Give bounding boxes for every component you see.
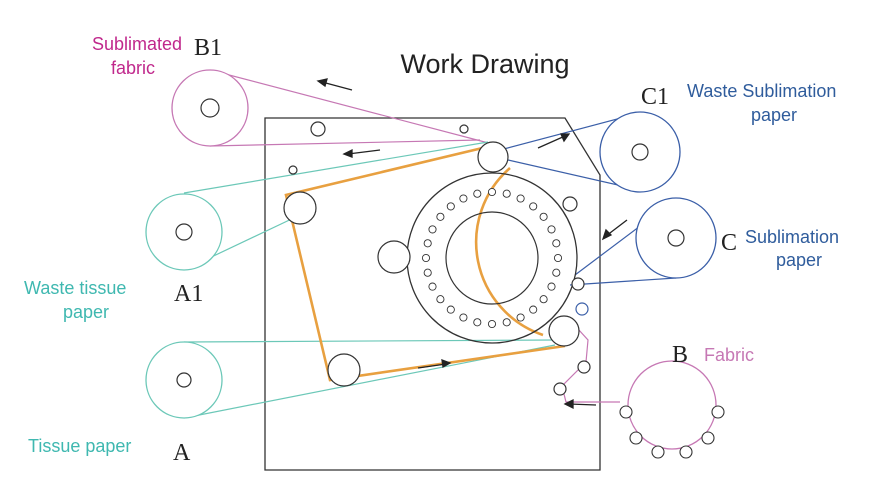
drum-hole bbox=[529, 202, 538, 211]
arrow-icon bbox=[342, 148, 381, 158]
diagram-title: Work Drawing bbox=[400, 49, 569, 79]
label-b: B bbox=[672, 342, 688, 368]
roller bbox=[562, 196, 578, 212]
label-sublimation-2: paper bbox=[776, 250, 822, 270]
drum-hole bbox=[459, 194, 468, 203]
roller bbox=[477, 141, 509, 173]
drum-hole bbox=[547, 282, 556, 291]
roller bbox=[288, 165, 298, 175]
label-a1: A1 bbox=[174, 281, 203, 307]
roller bbox=[283, 191, 317, 225]
arrow-icon bbox=[537, 133, 571, 149]
drum-hole bbox=[552, 268, 561, 277]
label-waste-sublimation-1: Waste Sublimation bbox=[687, 81, 836, 101]
drum-hole bbox=[436, 212, 445, 221]
idler-roller bbox=[629, 431, 643, 445]
roller bbox=[577, 360, 591, 374]
drum-hole bbox=[421, 253, 431, 263]
fabric-path bbox=[209, 69, 620, 403]
drum-hole bbox=[428, 282, 437, 291]
drum-hole bbox=[539, 212, 548, 221]
direction-arrows bbox=[316, 78, 628, 410]
drum-hole bbox=[487, 187, 497, 197]
label-c1: C1 bbox=[641, 84, 669, 110]
drum-hole bbox=[553, 253, 563, 263]
label-a: A bbox=[173, 440, 191, 466]
label-sublimated-fabric-2: fabric bbox=[111, 58, 155, 78]
orange-belt bbox=[284, 143, 566, 382]
frame-rollers bbox=[283, 121, 591, 396]
arrow-icon bbox=[417, 359, 452, 369]
roller bbox=[553, 382, 567, 396]
idler-roller bbox=[651, 445, 665, 459]
roll-b1 bbox=[171, 69, 249, 147]
drum-core bbox=[445, 211, 539, 305]
label-b1: B1 bbox=[194, 35, 222, 61]
drum-hole bbox=[552, 239, 561, 248]
idler-roller bbox=[679, 445, 693, 459]
arrow-icon bbox=[601, 219, 628, 241]
idler-roller bbox=[619, 405, 633, 419]
roller bbox=[575, 302, 589, 316]
label-fabric: Fabric bbox=[704, 345, 754, 365]
arrow-icon bbox=[563, 398, 597, 410]
label-c: C bbox=[721, 230, 737, 256]
drum-hole bbox=[459, 313, 468, 322]
label-waste-sublimation-2: paper bbox=[751, 105, 797, 125]
drum-hole bbox=[516, 313, 525, 322]
label-sublimated-fabric-1: Sublimated bbox=[92, 34, 182, 54]
machine-frame bbox=[264, 117, 601, 471]
roller bbox=[548, 315, 580, 347]
roller bbox=[459, 124, 469, 134]
fabric-roll-idlers bbox=[619, 405, 725, 459]
label-sublimation-1: Sublimation bbox=[745, 227, 839, 247]
drum-hole bbox=[446, 202, 455, 211]
label-waste-tissue-1: Waste tissue bbox=[24, 278, 126, 298]
drum-hole bbox=[423, 239, 432, 248]
idler-roller bbox=[701, 431, 715, 445]
drum-hole bbox=[487, 319, 497, 329]
roller bbox=[310, 121, 326, 137]
drum-hole bbox=[529, 305, 538, 314]
drum-hole bbox=[473, 189, 482, 198]
drum-hole bbox=[428, 225, 437, 234]
label-waste-tissue-2: paper bbox=[63, 302, 109, 322]
roller bbox=[571, 277, 585, 291]
roll-c bbox=[635, 197, 717, 279]
label-tissue-paper: Tissue paper bbox=[28, 436, 131, 456]
drum-holes bbox=[421, 187, 563, 329]
drum-hole bbox=[502, 318, 511, 327]
roll-a bbox=[145, 341, 223, 419]
roller bbox=[327, 353, 361, 387]
drum-hole bbox=[446, 305, 455, 314]
drum-hole bbox=[473, 318, 482, 327]
drum-hole bbox=[502, 189, 511, 198]
drum-hole bbox=[436, 295, 445, 304]
roller bbox=[377, 240, 411, 274]
drum-hole bbox=[539, 295, 548, 304]
roll-a1 bbox=[145, 193, 223, 271]
drum-hole bbox=[547, 225, 556, 234]
arrow-icon bbox=[316, 78, 353, 91]
roll-b bbox=[627, 360, 717, 450]
drum-hole bbox=[516, 194, 525, 203]
idler-roller bbox=[711, 405, 725, 419]
tissue-path bbox=[183, 141, 556, 419]
drum-hole bbox=[423, 268, 432, 277]
roll-c1 bbox=[599, 111, 681, 193]
heating-drum bbox=[406, 172, 578, 344]
